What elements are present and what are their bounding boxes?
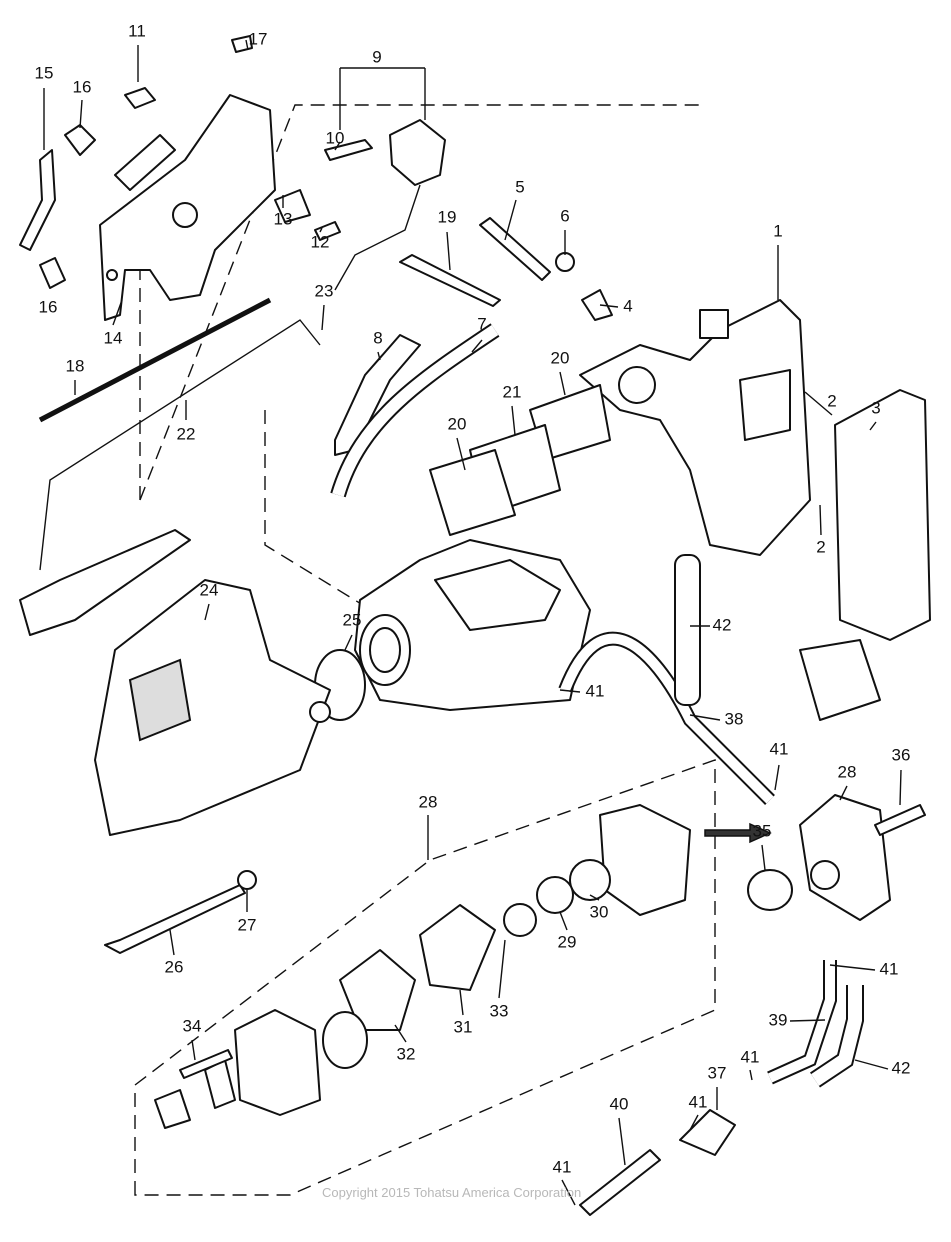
callout-20: 20 [448,414,467,433]
callout-30: 30 [590,902,609,921]
gasket [834,389,931,641]
throttle-cable [274,119,446,291]
clamp [581,289,613,321]
callout-12: 12 [311,232,330,251]
cable-tie [399,254,501,307]
callout-40: 40 [610,1094,629,1113]
callout-41: 41 [741,1047,760,1066]
callout-8: 8 [373,328,382,347]
callout-31: 31 [454,1017,473,1036]
callout-17: 17 [249,29,268,48]
fitting [874,804,926,836]
callout-4: 4 [623,296,632,315]
arrow [704,822,772,844]
callout-28: 28 [419,792,438,811]
intake-manifold [579,299,811,556]
intake-silencer [94,579,331,836]
callout-41: 41 [586,681,605,700]
callout-41: 41 [689,1092,708,1111]
callout-26: 26 [165,957,184,976]
leader-lines [43,39,902,1206]
callout-10: 10 [326,128,345,147]
copyright-notice: Copyright 2015 Tohatsu America Corporati… [322,1185,582,1200]
pump-cover [234,1009,321,1116]
gasket [419,904,496,991]
link-rod [19,149,56,251]
washer [555,252,575,272]
callout-2: 2 [827,391,836,410]
screw [124,87,156,109]
callout-42: 42 [713,615,732,634]
callout-32: 32 [397,1044,416,1063]
diaphragm [536,876,574,914]
callout-5: 5 [515,177,524,196]
assembly-outlines [134,104,716,1196]
callout-16: 16 [39,297,58,316]
callout-9: 9 [372,47,381,66]
linkage-part [19,529,191,636]
plunger [154,1089,191,1129]
callout-25: 25 [343,610,362,629]
rod-clip [64,124,96,156]
callout-18: 18 [66,356,85,375]
hose [579,1149,661,1216]
callout-7: 7 [477,314,486,333]
callout-6: 6 [560,206,569,225]
carburetor [354,539,591,711]
callout-34: 34 [183,1016,202,1035]
throttle-bracket [99,94,276,321]
diaphragm [569,859,611,901]
o-ring [747,869,793,911]
callout-16: 16 [73,77,92,96]
gasket [429,449,516,536]
callout-13: 13 [274,209,293,228]
callout-38: 38 [725,709,744,728]
callout-15: 15 [35,63,54,82]
spring [322,1011,368,1069]
callout-42: 42 [892,1058,911,1077]
callout-29: 29 [558,932,577,951]
screw [179,1049,233,1079]
callout-28: 28 [838,762,857,781]
bolt [479,217,551,281]
fuel-pump-detail [799,639,881,721]
callout-20: 20 [551,348,570,367]
callout-36: 36 [892,745,911,764]
callout-23: 23 [315,281,334,300]
callout-1: 1 [773,221,782,240]
callout-11: 11 [128,21,146,40]
callout-24: 24 [200,580,219,599]
callout-27: 27 [238,915,257,934]
plate [503,903,537,937]
callout-41: 41 [553,1157,572,1176]
washer [237,870,257,890]
callout-2: 2 [816,537,825,556]
callout-21: 21 [503,382,522,401]
callout-39: 39 [769,1010,788,1029]
bolt [104,884,246,954]
pump-body [599,804,691,916]
callout-41: 41 [770,739,789,758]
callout-19: 19 [438,207,457,226]
callout-37: 37 [708,1063,727,1082]
callout-41: 41 [880,959,899,978]
callout-14: 14 [104,328,123,347]
fuel-filter [679,1109,736,1156]
callout-3: 3 [871,398,880,417]
callout-22: 22 [177,424,196,443]
callout-33: 33 [490,1001,509,1020]
rod-clip [39,257,66,289]
callout-35: 35 [753,821,772,840]
hose [674,554,701,706]
fuel-pump [799,794,891,921]
